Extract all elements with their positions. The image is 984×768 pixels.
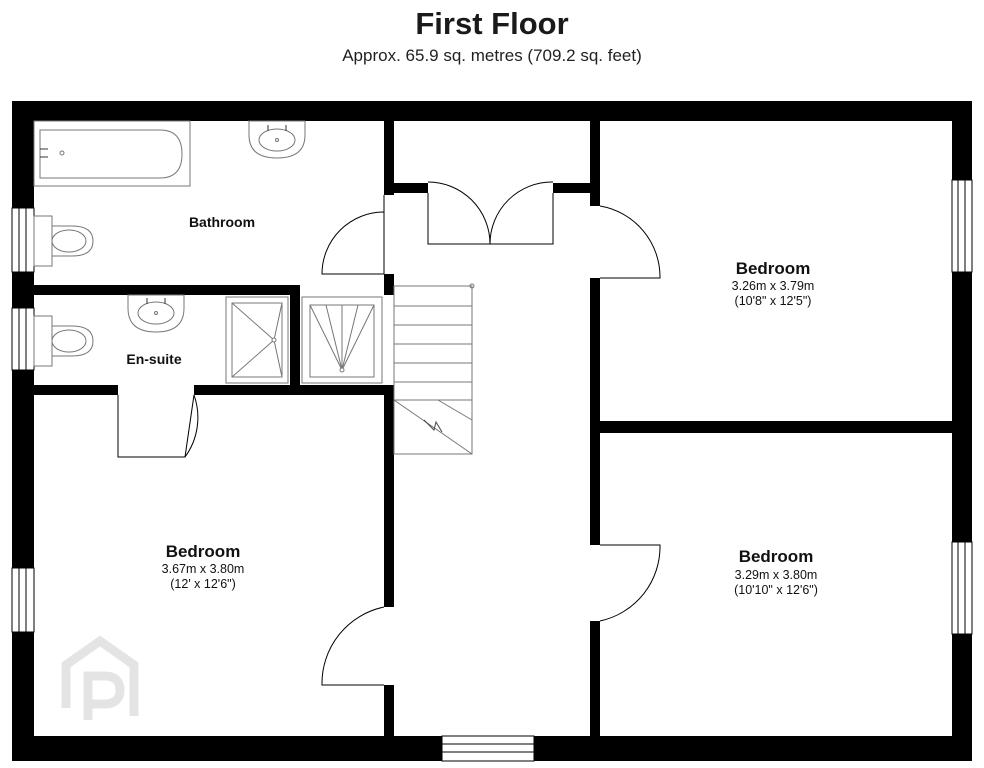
windows xyxy=(11,179,973,762)
bathtub xyxy=(33,120,191,187)
ensuite-shower-tray xyxy=(225,296,289,384)
room-dims-imperial-bedroom-bottom-right: (10'10" x 12'6") xyxy=(734,583,818,597)
room-dims-imperial-bedroom-top-right: (10'8" x 12'5") xyxy=(735,294,812,308)
room-label-bedroom-top-right: Bedroom xyxy=(736,259,811,278)
room-dims-metric-bedroom-left: 3.67m x 3.80m xyxy=(162,562,245,576)
room-dims-metric-bedroom-top-right: 3.26m x 3.79m xyxy=(732,279,815,293)
room-label-bathroom: Bathroom xyxy=(189,214,255,230)
floor-area-subtitle: Approx. 65.9 sq. metres (709.2 sq. feet) xyxy=(342,46,642,65)
room-dims-imperial-bedroom-left: (12' x 12'6") xyxy=(170,577,236,591)
bathroom-basin xyxy=(248,120,306,159)
ensuite-basin xyxy=(127,294,185,333)
floor-title: First Floor xyxy=(415,6,569,41)
room-label-bedroom-bottom-right: Bedroom xyxy=(739,547,814,566)
landing-shower-tray xyxy=(301,296,383,384)
interior-walls xyxy=(34,121,952,738)
room-label-bedroom-left: Bedroom xyxy=(166,542,241,561)
staircase xyxy=(393,283,475,455)
ensuite-toilet xyxy=(33,315,94,367)
watermark-logo xyxy=(61,635,139,720)
bathroom-toilet xyxy=(33,215,94,267)
room-label-ensuite: En-suite xyxy=(126,351,181,367)
doors xyxy=(117,181,661,686)
room-dims-metric-bedroom-bottom-right: 3.29m x 3.80m xyxy=(735,568,818,582)
